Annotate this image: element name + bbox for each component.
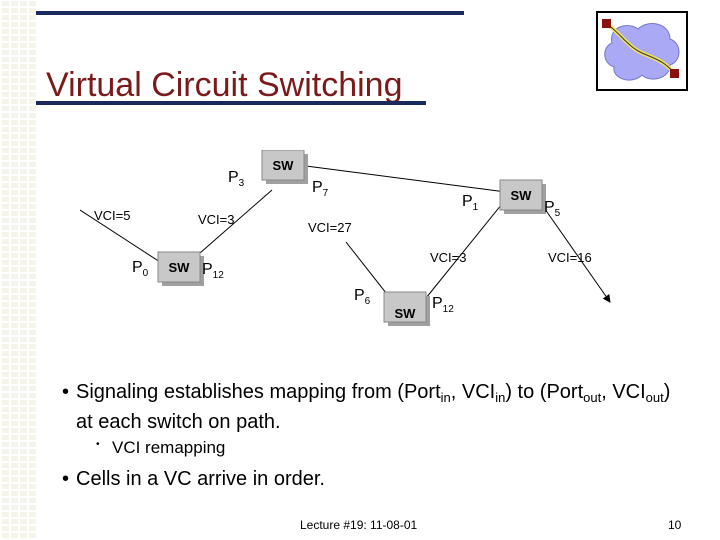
sub-bullet-vci-remapping: • VCI remapping	[96, 438, 226, 457]
switch-box: SW	[499, 179, 546, 214]
vci-label: VCI=5	[94, 208, 131, 223]
title-rule	[36, 101, 426, 105]
port-label-p12: P12	[202, 261, 224, 281]
bullet-signaling: • Signaling establishes mapping from (Po…	[62, 381, 671, 433]
port-label-p12: P12	[432, 295, 454, 315]
port-label-p7: P7	[312, 179, 329, 199]
port-label-p6: P6	[354, 287, 371, 307]
slide-footer: Lecture #19: 11-08-01	[300, 518, 418, 532]
link-line	[345, 241, 391, 299]
port-label-p3: P3	[228, 169, 245, 189]
port-label-p1: P1	[462, 193, 479, 213]
switch-label: SW	[169, 260, 191, 275]
vc-switching-diagram: SW SW SW SW P3 P7 P1 P5 P0 P12 P6 P12 VC…	[80, 150, 611, 326]
vci-label: VCI=27	[308, 220, 352, 235]
decorative-side-bar	[0, 0, 36, 540]
link-line	[425, 193, 511, 299]
bullet-dot: •	[62, 468, 70, 490]
port-label-p0: P0	[132, 259, 149, 279]
switch-box: SW	[157, 251, 204, 286]
vci-label: VCI=16	[548, 250, 592, 265]
switch-box: SW	[261, 150, 308, 184]
page-number: 10	[668, 518, 682, 532]
bullet-cells-in-order: • Cells in a VC arrive in order.	[62, 468, 325, 490]
slide-title: Virtual Circuit Switching	[46, 66, 403, 104]
switch-box: SW	[383, 291, 430, 326]
link-arrow	[539, 201, 611, 303]
top-rule	[36, 11, 464, 15]
bullet-dot: •	[62, 381, 70, 403]
switch-label: SW	[511, 188, 533, 203]
port-label-p5: P5	[544, 199, 561, 219]
link-line	[305, 165, 507, 193]
bullet-dot: •	[96, 439, 100, 450]
vci-label: VCI=3	[430, 250, 467, 265]
switch-label: SW	[395, 306, 417, 321]
vci-label: VCI=3	[198, 212, 235, 227]
link-line	[191, 189, 273, 261]
network-cloud-icon	[596, 11, 688, 91]
link-line	[80, 209, 161, 263]
switch-label: SW	[273, 158, 295, 173]
